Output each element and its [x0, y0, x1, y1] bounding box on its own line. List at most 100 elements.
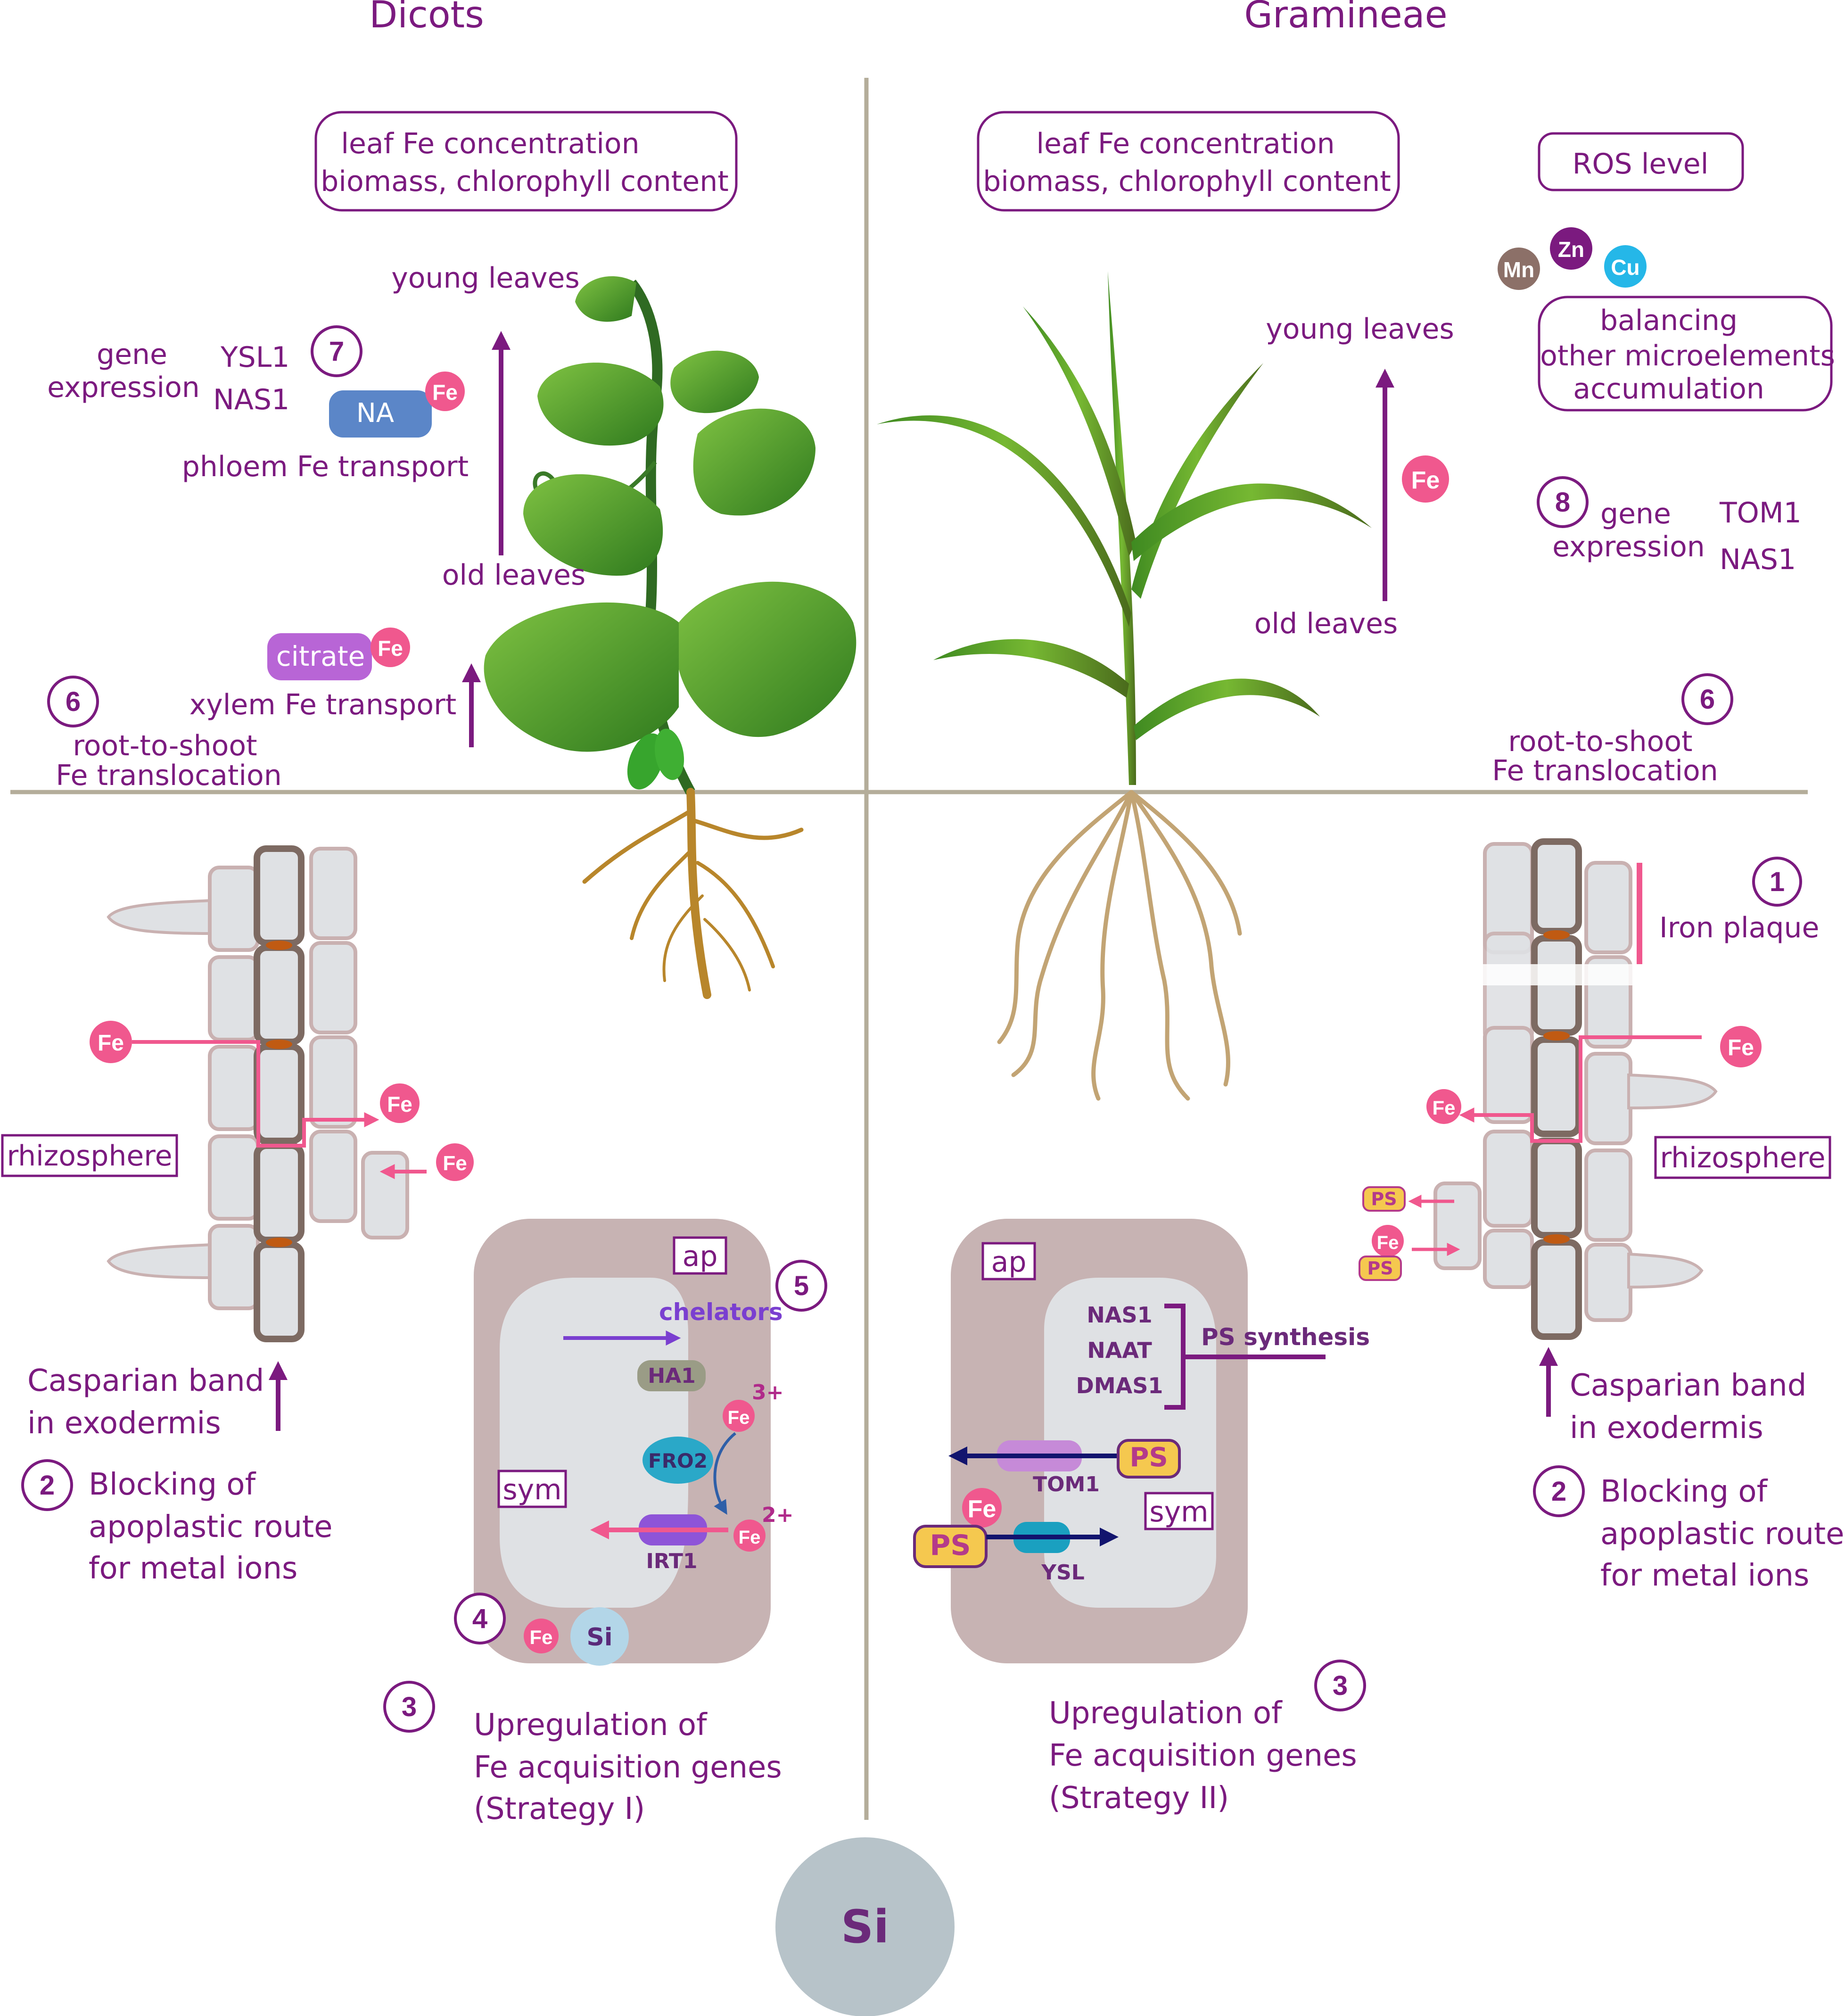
nas1-enzyme-label: NAS1: [1087, 1302, 1152, 1328]
grass-blade-5: [1131, 483, 1372, 561]
fe2-superscript: 2+: [762, 1503, 793, 1527]
step-2-badge-right: [1533, 1465, 1585, 1517]
step-7-number: 7: [329, 336, 344, 367]
fe-reduction-arrow: [713, 1432, 736, 1515]
cu-label: Cu: [1611, 255, 1639, 280]
casparian-label-right: Casparian band: [1570, 1368, 1806, 1403]
upregulation-line1-right: Upregulation of: [1049, 1696, 1283, 1731]
zn-label: Zn: [1558, 237, 1584, 262]
exodermis-label-left: in exodermis: [27, 1406, 221, 1441]
step-2-number-right: 2: [1551, 1476, 1566, 1507]
blocking-line2-left: apoplastic route: [89, 1510, 332, 1545]
other-microelements-label: other microelements: [1540, 339, 1835, 372]
blocking-line2-right: apoplastic route: [1600, 1517, 1844, 1552]
na-label: NA: [356, 398, 394, 429]
biomass-label-right: biomass, chlorophyll content: [983, 165, 1391, 198]
step-8-number: 8: [1555, 487, 1570, 518]
root-hair-upper-left: [107, 899, 214, 935]
fe2-badge: [733, 1520, 766, 1552]
irt1-label: IRT1: [646, 1549, 698, 1573]
fe3-label: Fe: [728, 1407, 750, 1428]
gene-word-right: gene: [1600, 497, 1671, 530]
microelements-box: [1538, 296, 1833, 412]
step-1-number: 1: [1770, 867, 1785, 897]
fe-badge-si-complex: [524, 1619, 559, 1653]
cu-ion-badge: [1604, 245, 1647, 288]
root-to-shoot-label-right: root-to-shoot: [1508, 725, 1692, 758]
tom1-gene-label: TOM1: [1719, 496, 1802, 529]
ap-label-right: ap: [991, 1246, 1027, 1279]
step-1-badge: [1752, 857, 1802, 907]
zn-ion-badge: [1550, 227, 1592, 270]
top-right-quadrant: leaf Fe concentration biomass, chlorophy…: [877, 111, 1835, 1101]
root-hair-lower-right: [1627, 1252, 1704, 1289]
dicot-roots: [582, 788, 804, 999]
top-left-quadrant: leaf Fe concentration biomass, chlorophy…: [47, 111, 857, 999]
rhizosphere-label-left: rhizosphere: [7, 1140, 172, 1173]
dicot-leaf-bottom-right: [679, 581, 857, 737]
fe-badge-ps-complex-root: [1372, 1225, 1404, 1257]
upregulation-line2-left: Fe acquisition genes: [474, 1750, 782, 1785]
upregulation-line2-right: Fe acquisition genes: [1049, 1738, 1357, 1773]
old-leaves-label-right: old leaves: [1254, 607, 1398, 640]
na-chelate-capsule: [329, 390, 432, 438]
fe2-label: Fe: [739, 1527, 761, 1548]
step-3-badge-left: [383, 1681, 435, 1733]
fe-label-citrate: Fe: [378, 636, 403, 661]
blocking-line1-right: Blocking of: [1600, 1474, 1768, 1509]
fe-label-si-complex: Fe: [529, 1626, 552, 1648]
upregulation-line1-left: Upregulation of: [474, 1708, 708, 1743]
si-small-circle: [570, 1607, 629, 1666]
apoplastic-path-line: [132, 1040, 379, 1148]
fro2-label: FRO2: [648, 1449, 708, 1472]
ps-label-ysl: PS: [930, 1529, 971, 1562]
leaf-fe-label-left: leaf Fe concentration: [341, 127, 639, 160]
ps-synthesis-label: PS synthesis: [1201, 1323, 1370, 1351]
ysl-label: YSL: [1041, 1561, 1085, 1585]
ap-label-box-right: [981, 1242, 1036, 1281]
fe-label-ps-complex-root: Fe: [1377, 1232, 1399, 1253]
fe-translocation-label-right: Fe translocation: [1492, 754, 1718, 787]
citrate-label: citrate: [276, 640, 365, 672]
fe-badge-rhizo-left: [436, 1143, 474, 1181]
step-4-badge: [454, 1593, 506, 1644]
upregulation-line3-right: (Strategy II): [1049, 1781, 1229, 1816]
bottom-left-quadrant: Fe Fe Fe rhizosphere Casparian band in e…: [1, 845, 827, 1826]
phloem-transport-label: phloem Fe transport: [182, 450, 469, 483]
upregulation-line3-left: (Strategy I): [474, 1792, 645, 1826]
step-6-number-right: 6: [1700, 684, 1715, 715]
grass-blade-6: [933, 639, 1129, 698]
si-small-label: Si: [586, 1623, 612, 1652]
dicot-plant-illustration: [484, 276, 857, 999]
fe-label-shoot-right: Fe: [1411, 467, 1440, 494]
ap-label-box-left: [673, 1236, 727, 1275]
iron-plaque-label: Iron plaque: [1659, 911, 1819, 944]
grass-blade-7: [1134, 678, 1320, 740]
xylem-transport-label: xylem Fe transport: [189, 688, 457, 721]
title-gramineae: Gramineae: [1244, 0, 1447, 36]
citrate-chelate-capsule: [267, 633, 372, 680]
leaf-effects-box-left: [314, 111, 738, 212]
blocking-line3-left: for metal ions: [89, 1551, 297, 1586]
step-5-number: 5: [794, 1271, 809, 1301]
ps-label-lower: PS: [1367, 1258, 1393, 1279]
dicot-cotyledon-2: [654, 728, 684, 780]
ros-level-label: ROS level: [1573, 148, 1709, 181]
balancing-label: balancing: [1600, 304, 1738, 337]
step-2-number-left: 2: [40, 1470, 55, 1501]
dicot-leaf-right: [693, 408, 815, 516]
gene-word-left: gene: [97, 338, 167, 371]
ysl1-gene-label: YSL1: [220, 341, 289, 374]
fe-badge-entry-left: [90, 1021, 132, 1063]
title-dicots: Dicots: [369, 0, 484, 36]
old-leaves-label-left: old leaves: [442, 559, 586, 592]
fe-badge-exit-left: [380, 1083, 420, 1123]
naat-enzyme-label: NAAT: [1087, 1338, 1152, 1363]
rhizosphere-label-right: rhizosphere: [1660, 1141, 1825, 1174]
mn-ion-badge: [1498, 248, 1540, 290]
blocking-line1-left: Blocking of: [89, 1467, 256, 1502]
si-center-circle: [775, 1837, 955, 2016]
nas1-gene-label-right: NAS1: [1720, 543, 1796, 576]
sym-label-box-right: [1144, 1492, 1214, 1530]
fe3-badge: [723, 1400, 755, 1432]
